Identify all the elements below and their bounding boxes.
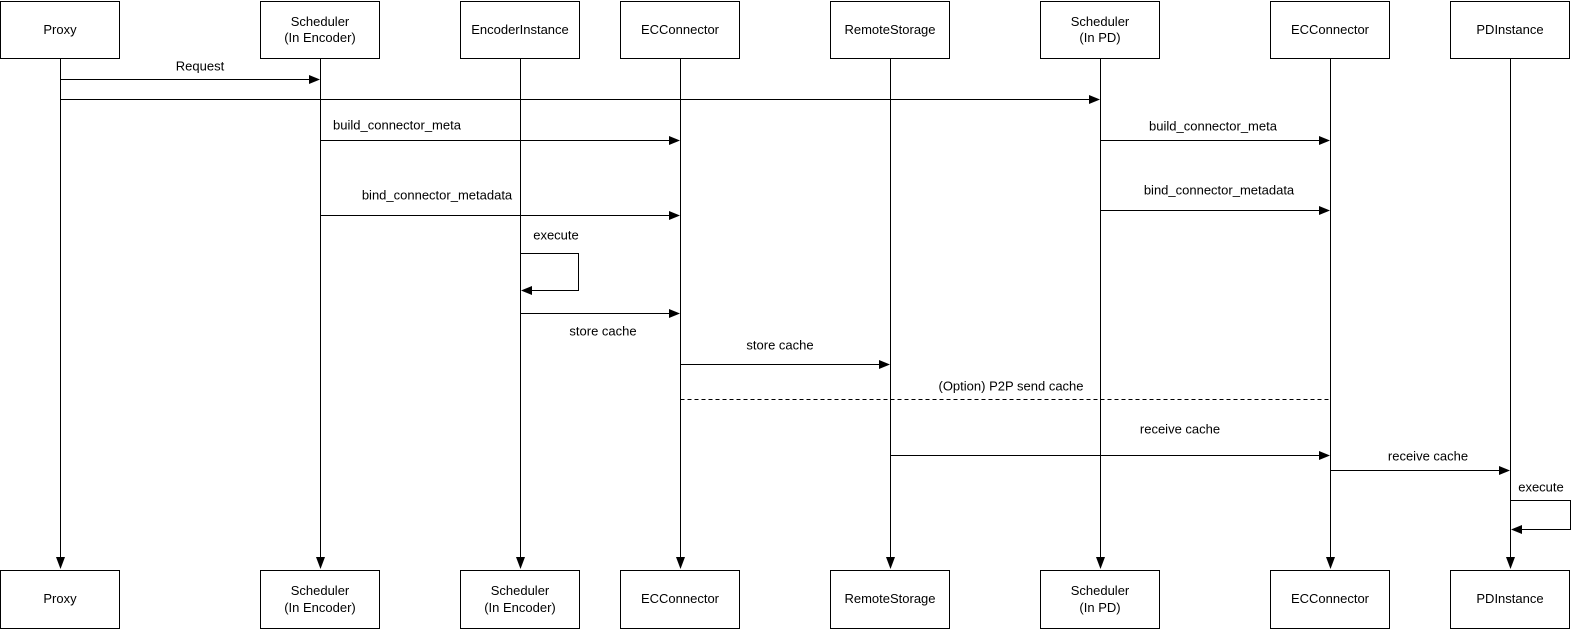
actor-top-ec-connector-pd: ECConnector [1270,1,1390,59]
message-arrow-store-cache-right [680,360,890,369]
message-arrow-store-cache-left [520,309,680,318]
actor-top-ec-connector: ECConnector [620,1,740,59]
lifeline-remote-storage-arrowhead [886,557,895,569]
message-arrow-receive-cache-right [1330,466,1510,475]
lifeline-ec-connector-arrowhead [676,557,685,569]
lifeline-scheduler-encoder-arrowhead [316,557,325,569]
actor-top-encoder-instance: EncoderInstance [460,1,580,59]
actor-label: RemoteStorage [844,591,936,607]
actor-label: EncoderInstance [471,21,569,37]
actor-bottom-remote-storage: RemoteStorage [830,570,950,629]
message-label-receive-cache-left: receive cache [1139,421,1221,437]
actor-label: Scheduler (In Encoder) [284,13,356,45]
actor-bottom-ec-connector-pd: ECConnector [1270,570,1390,629]
actor-top-scheduler-encoder: Scheduler (In Encoder) [260,1,380,59]
message-arrow-build-connector-meta-right [1100,136,1330,145]
message-label-store-cache-right: store cache [746,337,814,353]
message-label-build-connector-meta-right: build_connector_meta [1149,118,1277,134]
message-arrow-unlabeled [60,95,1100,104]
message-label-build-connector-meta-left: build_connector_meta [333,117,461,133]
actor-top-scheduler-pd: Scheduler (In PD) [1040,1,1160,59]
actor-label: Scheduler (In PD) [1070,583,1130,615]
actor-bottom-scheduler-encoder-2: Scheduler (In Encoder) [460,570,580,629]
actor-label: PDInstance [1476,21,1544,37]
message-label-receive-cache-right: receive cache [1387,448,1469,464]
actor-bottom-pd-instance: PDInstance [1450,570,1570,629]
actor-bottom-proxy: Proxy [0,570,120,629]
message-label-execute-left: execute [533,227,579,243]
lifeline-encoder-instance-arrowhead [516,557,525,569]
message-arrow-request [60,75,320,84]
actor-label: Scheduler (In Encoder) [284,583,356,615]
actor-label: ECConnector [640,21,720,37]
message-arrow-build-connector-meta-left [320,136,680,145]
message-label-bind-connector-metadata-left: bind_connector_metadata [361,187,513,203]
message-label-bind-connector-metadata-right: bind_connector_metadata [1143,182,1295,198]
lifeline-proxy-arrowhead [56,557,65,569]
actor-top-remote-storage: RemoteStorage [830,1,950,59]
actor-label: Proxy [43,21,77,37]
actor-bottom-ec-connector: ECConnector [620,570,740,629]
message-label-request: Request [175,58,225,74]
lifeline-pd-instance-arrowhead [1506,557,1515,569]
actor-bottom-scheduler-pd: Scheduler (In PD) [1040,570,1160,629]
message-arrow-bind-connector-metadata-left [320,211,680,220]
actor-label: ECConnector [640,591,720,607]
message-arrow-bind-connector-metadata-right [1100,206,1330,215]
message-arrow-receive-cache-left [890,451,1330,460]
actor-top-proxy: Proxy [0,1,120,59]
actor-bottom-scheduler-encoder: Scheduler (In Encoder) [260,570,380,629]
actor-top-pd-instance: PDInstance [1450,1,1570,59]
actor-label: Proxy [43,591,77,607]
message-arrow-execute-right-self-loop [1510,500,1571,534]
actor-label: PDInstance [1476,591,1544,607]
actor-label: Scheduler (In Encoder) [484,583,556,615]
actor-label: RemoteStorage [844,21,936,37]
actor-label: Scheduler (In PD) [1070,13,1130,45]
message-label-execute-right: execute [1518,479,1564,495]
lifeline-scheduler-pd-arrowhead [1096,557,1105,569]
actor-label: ECConnector [1290,591,1370,607]
lifeline-ec-connector-pd-arrowhead [1326,557,1335,569]
message-arrow-execute-left-self-loop [520,253,579,295]
message-label-p2p-send-cache: (Option) P2P send cache [938,378,1084,394]
actor-label: ECConnector [1290,21,1370,37]
message-label-store-cache-left: store cache [569,323,637,339]
